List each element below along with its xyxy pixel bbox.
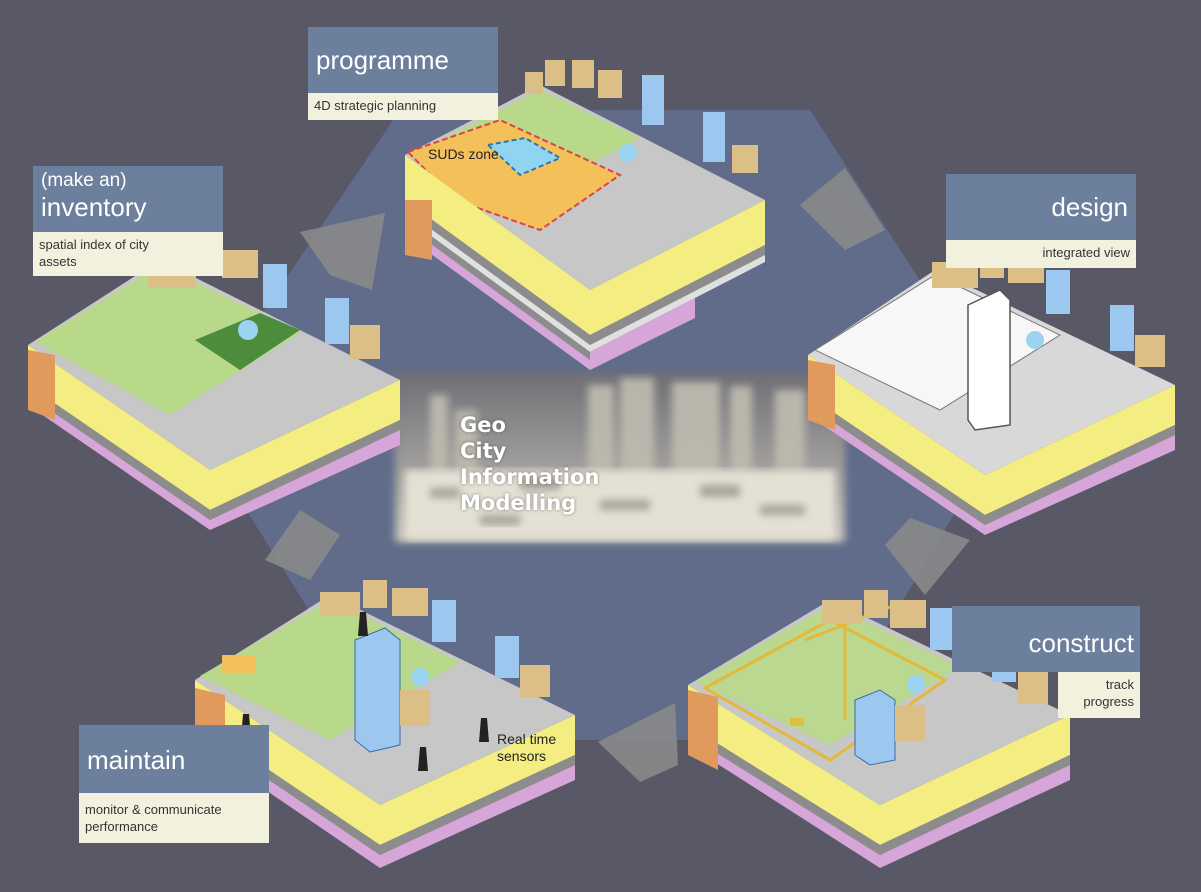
inventory-title-text: inventory bbox=[41, 192, 147, 222]
programme-title: programme bbox=[308, 27, 498, 93]
maintain-subtitle-line-1: monitor & communicate bbox=[85, 802, 222, 817]
city-block-programme bbox=[405, 60, 765, 370]
arrow-inventory-to-programme bbox=[300, 213, 385, 290]
inventory-prefix-text: (make an) bbox=[41, 170, 127, 191]
programme-title-text: programme bbox=[316, 45, 449, 75]
inventory-title: (make an) inventory bbox=[33, 166, 223, 232]
city-block-construct bbox=[688, 590, 1070, 868]
maintain-title: maintain bbox=[79, 725, 269, 793]
construct-title: construct bbox=[952, 606, 1140, 672]
design-title: design bbox=[946, 174, 1136, 240]
maintain-subtitle: monitor & communicate performance bbox=[79, 793, 269, 843]
cycle-arrows bbox=[265, 168, 970, 782]
city-block-inventory bbox=[28, 245, 400, 530]
center-title-line-2: City bbox=[460, 439, 507, 463]
construct-title-text: construct bbox=[1028, 628, 1135, 658]
inventory-subtitle-line-1: spatial index of city bbox=[39, 237, 149, 252]
city-skyline-image bbox=[395, 372, 845, 542]
wireframe-tower bbox=[967, 289, 1011, 431]
arrow-maintain-to-inventory bbox=[265, 510, 340, 580]
green-park-area bbox=[195, 313, 300, 370]
real-time-sensors-label: Real time sensors bbox=[497, 731, 556, 765]
suds-zone-label-text: SUDs zone bbox=[428, 146, 499, 162]
design-title-text: design bbox=[1051, 192, 1128, 222]
city-block-design bbox=[808, 248, 1175, 535]
center-title-line-3: Information bbox=[460, 465, 600, 489]
inventory-subtitle: spatial index of city assets bbox=[33, 232, 223, 276]
center-title-line-4: Modelling bbox=[460, 491, 577, 515]
maintain-title-text: maintain bbox=[87, 745, 186, 775]
construct-subtitle-line-1: track bbox=[1105, 677, 1134, 692]
arrow-design-to-construct bbox=[885, 518, 970, 595]
arrow-programme-to-design bbox=[800, 168, 885, 250]
suds-zone-label: SUDs zone bbox=[428, 146, 499, 163]
suds-water-zone bbox=[485, 136, 563, 177]
center-title: Geo City Information Modelling bbox=[460, 412, 599, 516]
arrow-construct-to-maintain bbox=[598, 703, 678, 782]
tower-under-construction bbox=[854, 689, 896, 766]
programme-subtitle: 4D strategic planning bbox=[308, 93, 498, 120]
center-title-line-1: Geo bbox=[460, 413, 506, 437]
glass-tower bbox=[354, 627, 401, 753]
programme-subtitle-text: 4D strategic planning bbox=[314, 98, 437, 113]
design-subtitle: integrated view bbox=[946, 240, 1136, 268]
construct-subtitle: track progress bbox=[1058, 672, 1140, 718]
real-time-sensors-line-1: Real time bbox=[497, 731, 557, 747]
design-subtitle-text: integrated view bbox=[1042, 245, 1130, 260]
real-time-sensors-line-2: sensors bbox=[497, 748, 547, 764]
construct-subtitle-line-2: progress bbox=[1083, 694, 1134, 709]
inventory-subtitle-line-2: assets bbox=[39, 254, 77, 269]
maintain-subtitle-line-2: performance bbox=[85, 819, 158, 834]
